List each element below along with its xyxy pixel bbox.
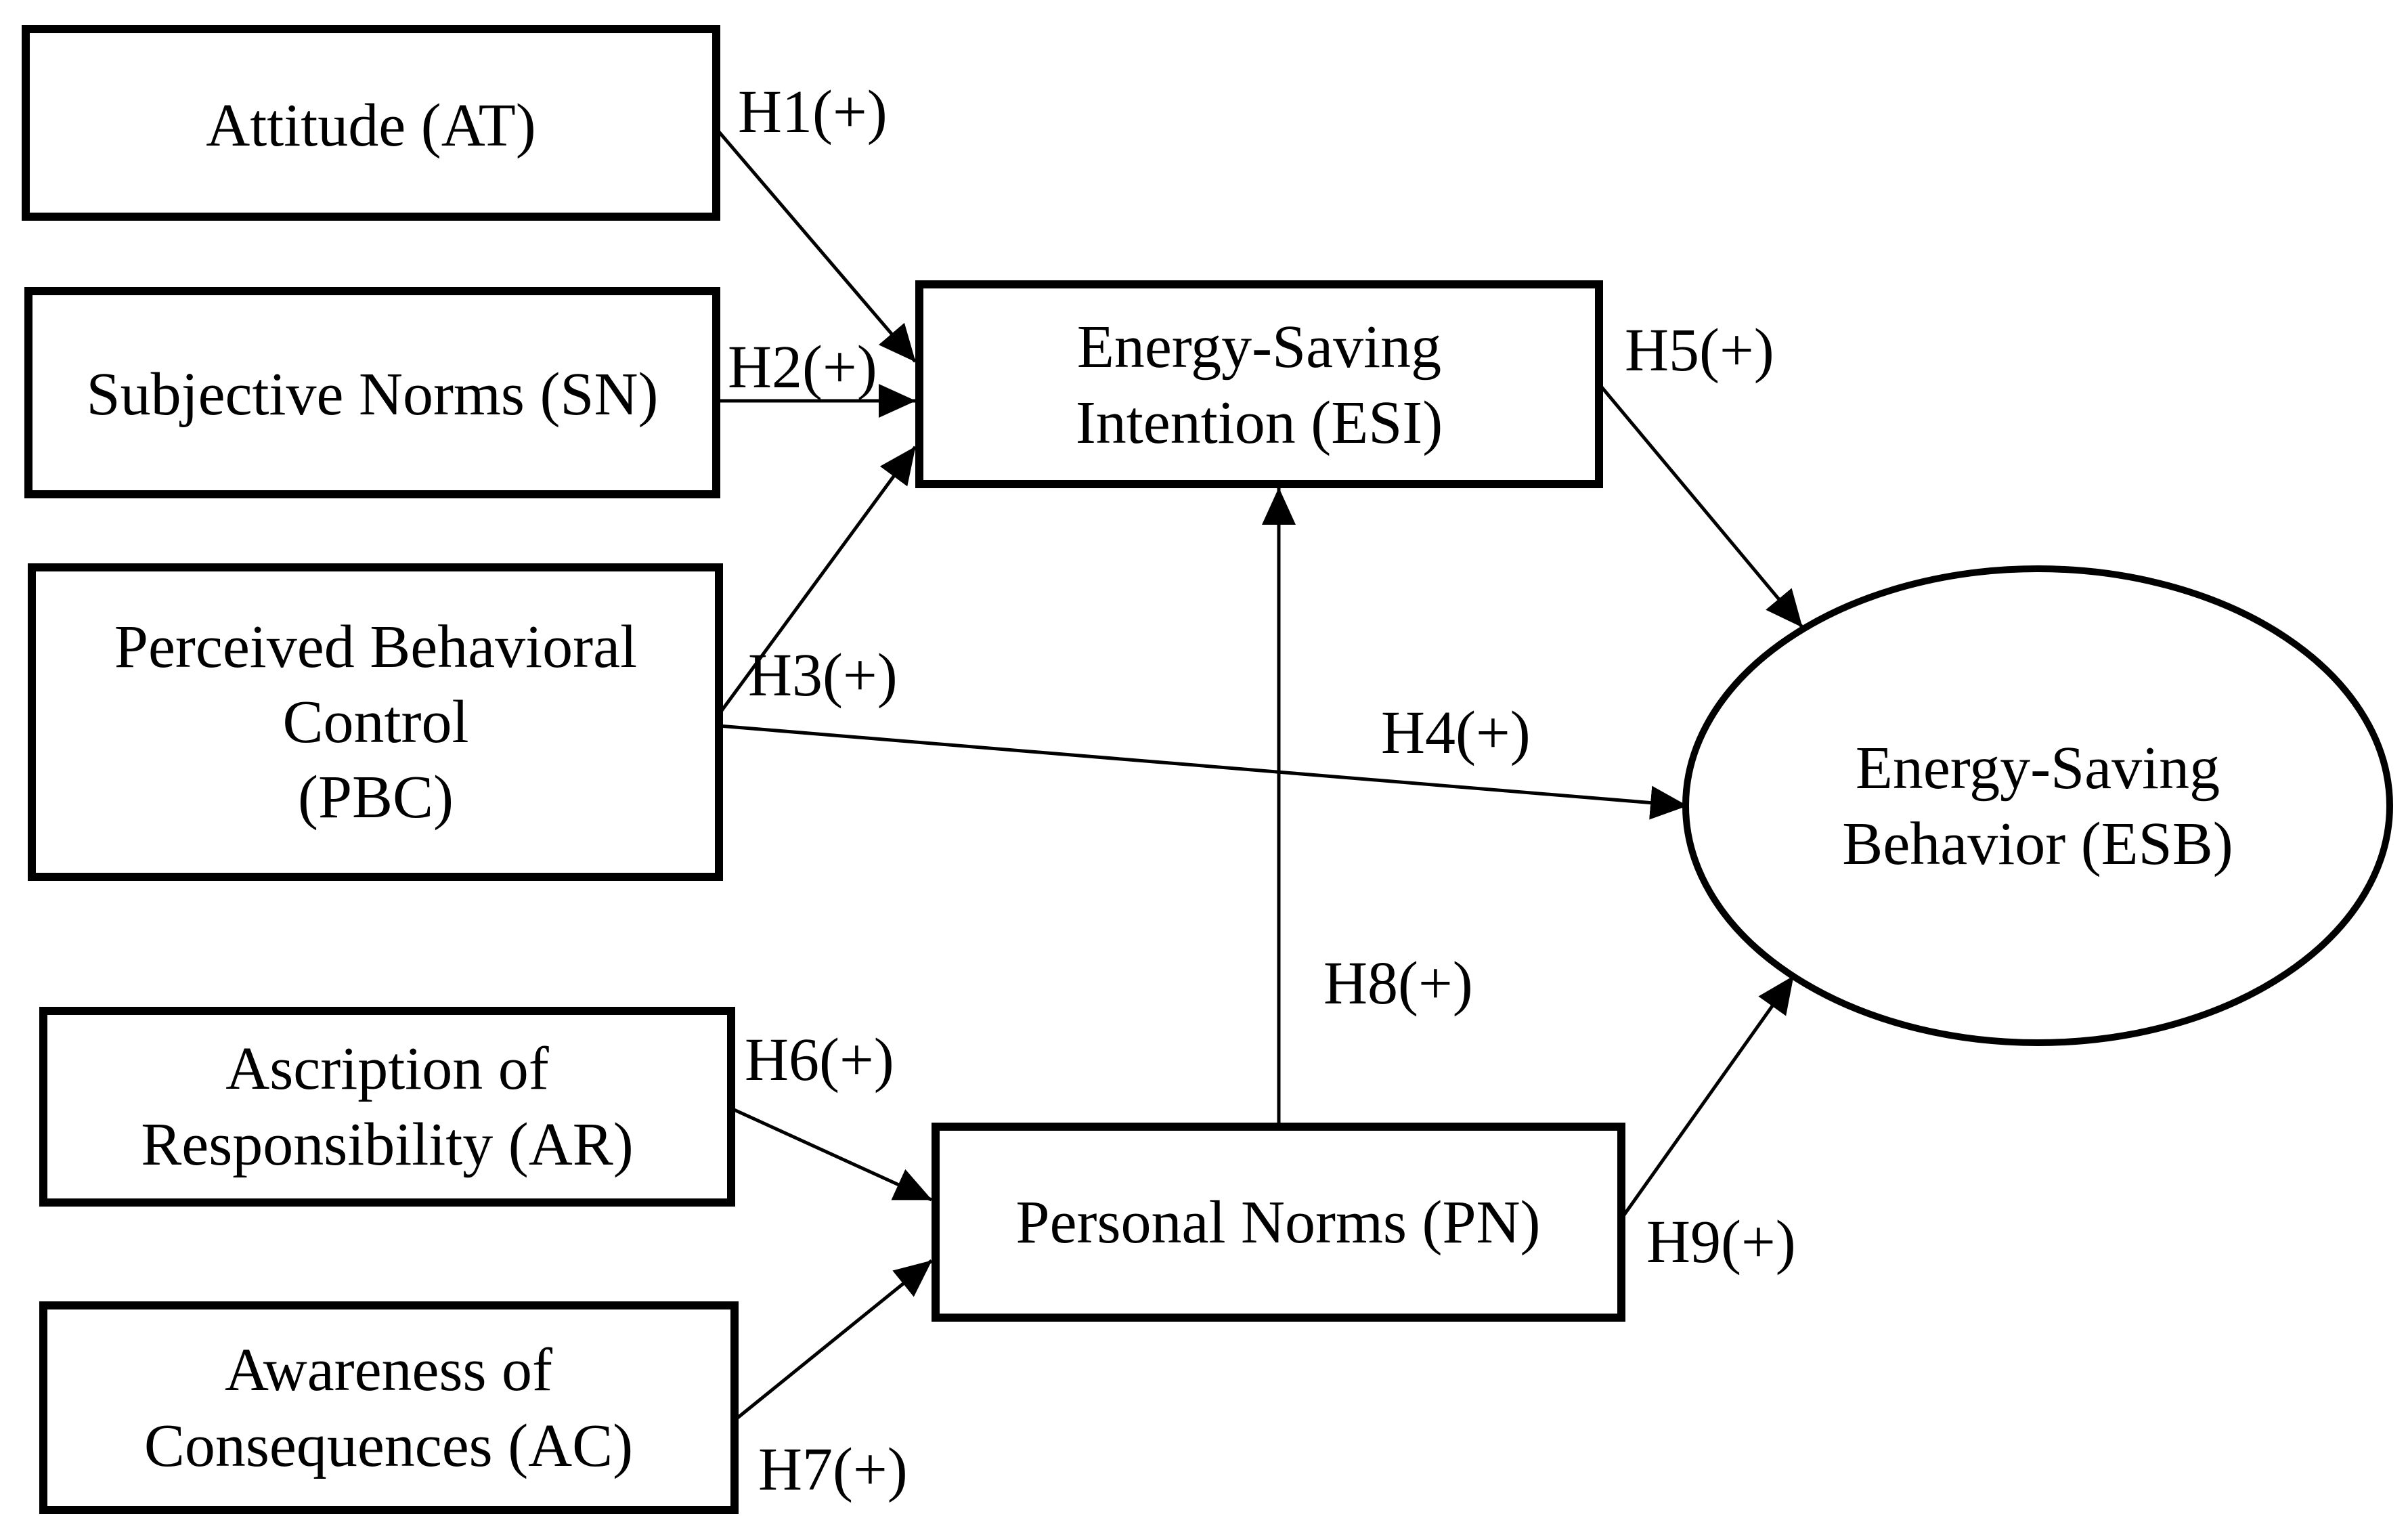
label-h6: H6(+): [745, 1026, 894, 1093]
node-energy-saving-behavior: Energy-Saving Behavior (ESB): [1682, 565, 2393, 1046]
label-h9: H9(+): [1646, 1209, 1796, 1276]
node-personal-norms-label: Personal Norms (PN): [1016, 1189, 1541, 1256]
node-esi-label-line1: Energy-Saving: [1077, 313, 1441, 381]
node-esb-label-line2: Behavior (ESB): [1842, 810, 2233, 878]
hypothesis-labels: H1(+) H2(+) H3(+) H4(+) H5(+) H6(+) H7(+…: [728, 79, 1796, 1503]
node-energy-saving-behavior-ellipse: [1682, 565, 2393, 1046]
node-esi-label-line2: Intention (ESI): [1076, 389, 1443, 456]
node-energy-saving-intention-box: [915, 280, 1603, 488]
node-subjective-norms-box: [24, 287, 720, 498]
arrow-h6: [730, 1106, 933, 1202]
node-perceived-behavioral-control: Perceived Behavioral Control (PBC): [28, 563, 723, 881]
node-esb-label-line1: Energy-Saving: [1856, 735, 2220, 802]
node-awareness-of-consequences: Awareness of Consequences (AC): [39, 1301, 739, 1514]
node-attitude-label: Attitude (AT): [206, 92, 535, 159]
node-personal-norms-box: [932, 1123, 1625, 1322]
node-ar-label-line1: Ascription of: [225, 1035, 548, 1102]
label-h5: H5(+): [1625, 317, 1774, 384]
node-subjective-norms: Subjective Norms (SN): [24, 287, 720, 498]
node-personal-norms: Personal Norms (PN): [932, 1123, 1625, 1322]
node-pbc-label-line2: Control: [282, 689, 468, 756]
arrow-h9: [1619, 975, 1795, 1220]
node-ascription-of-responsibility: Ascription of Responsibility (AR): [39, 1007, 735, 1207]
arrow-h4: [718, 724, 1688, 820]
label-h1: H1(+): [738, 79, 888, 146]
label-h3: H3(+): [748, 642, 898, 709]
arrow-h7: [735, 1259, 933, 1421]
node-energy-saving-intention: Energy-Saving Intention (ESI): [915, 280, 1603, 488]
edges: [715, 127, 1803, 1421]
node-subjective-norms-label: Subjective Norms (SN): [87, 361, 659, 428]
node-attitude: Attitude (AT): [22, 25, 720, 221]
arrow-h1: [715, 127, 917, 363]
arrow-h3: [717, 446, 917, 716]
node-pbc-label-line3: (PBC): [298, 764, 454, 831]
node-awareness-of-consequences-box: [39, 1301, 739, 1514]
node-perceived-behavioral-control-box: [28, 563, 723, 881]
node-ascription-of-responsibility-box: [39, 1007, 735, 1207]
label-h8: H8(+): [1323, 950, 1473, 1017]
label-h2: H2(+): [728, 334, 877, 401]
label-h7: H7(+): [758, 1436, 908, 1503]
label-h4: H4(+): [1381, 699, 1531, 766]
node-ar-label-line2: Responsibility (AR): [141, 1111, 634, 1178]
node-ac-label-line1: Awareness of: [225, 1337, 552, 1404]
node-pbc-label-line1: Perceived Behavioral: [114, 613, 637, 680]
node-attitude-box: [22, 25, 720, 221]
arrow-h5: [1598, 383, 1803, 628]
node-ac-label-line2: Consequences (AC): [144, 1412, 633, 1479]
